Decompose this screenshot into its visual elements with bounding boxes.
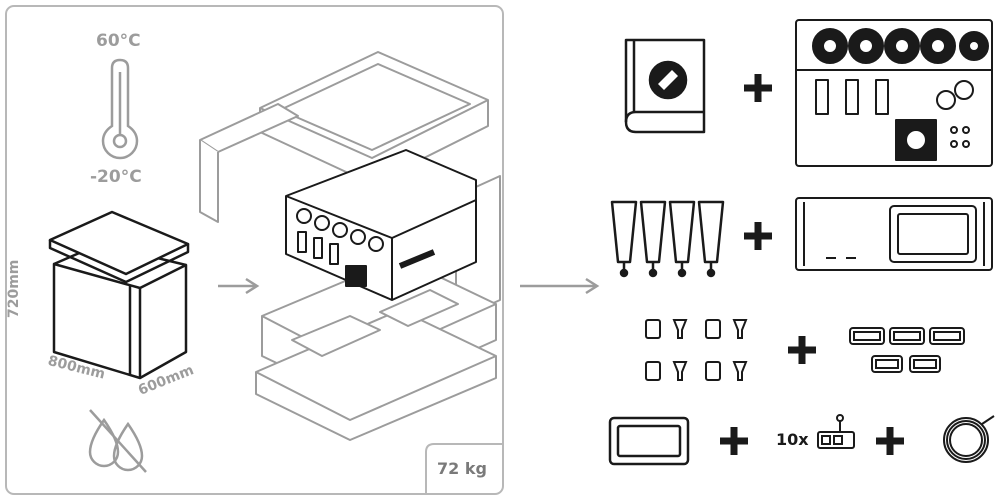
temp-max-label: 60°C bbox=[96, 31, 141, 51]
storage-panel bbox=[5, 5, 504, 495]
rear-panel-icon bbox=[795, 19, 993, 167]
cable-tie-qty-label: 10x bbox=[776, 430, 809, 449]
no-water-icon bbox=[88, 409, 147, 473]
cable-coil-icon bbox=[943, 415, 995, 463]
crated-device bbox=[285, 149, 477, 301]
connector-plug-icon bbox=[645, 319, 748, 381]
cable-tie-icon bbox=[817, 414, 855, 449]
weight-tab bbox=[425, 443, 503, 494]
manual-icon bbox=[624, 38, 706, 134]
temp-min-label: -20°C bbox=[90, 167, 142, 187]
thermometer-icon bbox=[101, 58, 139, 160]
plus-icon bbox=[720, 74, 904, 455]
box-height-label: 720mm bbox=[6, 259, 22, 318]
arrow-icon bbox=[218, 277, 600, 295]
packing-box-icon bbox=[48, 210, 190, 380]
frame-icon bbox=[608, 416, 690, 466]
weight-label: 72 kg bbox=[437, 459, 487, 478]
feet-icon bbox=[610, 200, 725, 278]
connector-block-icon bbox=[849, 327, 965, 373]
front-panel-icon bbox=[795, 197, 993, 271]
